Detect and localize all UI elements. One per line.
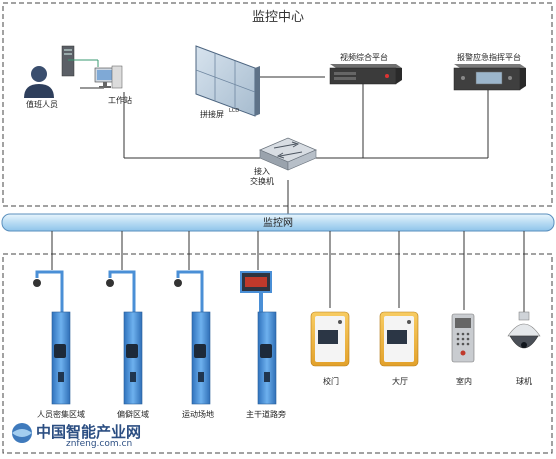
device-label-3: 运动场地 <box>182 409 214 419</box>
network-label: 监控网 <box>263 216 293 229</box>
switch-label-line1: 接入 <box>254 166 270 176</box>
device-label-6: 大厅 <box>392 376 408 386</box>
device-label-5: 校门 <box>323 376 339 386</box>
watermark-text: 中国智能产业网 <box>36 423 141 441</box>
operator-person-icon <box>24 66 54 98</box>
control-center-title: 监控中心 <box>252 10 304 25</box>
device-drops <box>51 231 525 312</box>
video-platform-icon <box>329 64 402 85</box>
device-label-4: 主干道路旁 <box>246 409 286 419</box>
device-label-2: 偏僻区域 <box>117 409 149 419</box>
intercom-7 <box>451 313 475 363</box>
center-links <box>123 76 489 214</box>
switch-label-line2: 交换机 <box>250 176 274 186</box>
network-bus <box>1 213 555 232</box>
alarm-platform-label: 报警应急指挥平台 <box>457 52 521 62</box>
terminal-6 <box>379 311 419 367</box>
device-label-7: 室内 <box>456 376 472 386</box>
operator-label: 值班人员 <box>26 99 58 109</box>
alarm-platform-icon <box>453 64 526 91</box>
watermark-logo: 中国智能产业网 znfeng.com.cn <box>12 423 141 449</box>
workstation-label: 工作站 <box>108 95 132 105</box>
pole-sign-4 <box>240 271 277 405</box>
watermark-url: znfeng.com.cn <box>66 439 132 449</box>
dome-camera-8 <box>507 311 541 349</box>
terminal-5 <box>310 311 350 367</box>
video-platform-label: 视频综合平台 <box>340 52 388 62</box>
field-region-frame <box>2 253 553 454</box>
video-wall-icon: LCD <box>195 45 260 117</box>
switch-icon <box>258 137 318 171</box>
control-center-frame <box>2 2 553 207</box>
video-wall-lcd-badge: LCD <box>229 108 239 114</box>
device-label-1: 人员密集区域 <box>37 409 85 419</box>
pole-camera-1 <box>33 270 71 405</box>
pole-camera-2 <box>106 270 143 405</box>
device-label-8: 球机 <box>516 376 532 386</box>
video-wall-label: 拼接屏 <box>200 109 224 119</box>
pole-camera-3 <box>174 270 211 405</box>
workstation-icon <box>61 45 123 89</box>
